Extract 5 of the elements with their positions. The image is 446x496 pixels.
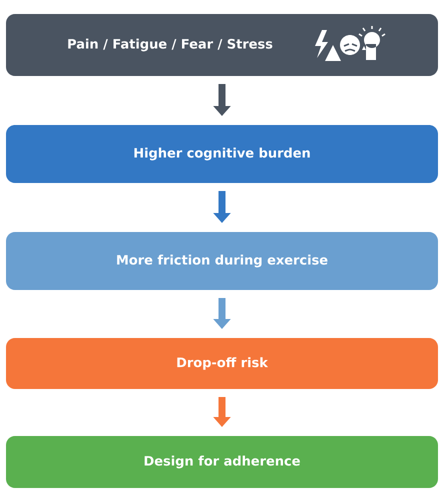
process-box: Drop-off risk — [6, 338, 438, 389]
process-box: Pain / Fatigue / Fear / Stress — [6, 14, 438, 76]
process-box: More friction during exercise — [6, 232, 438, 290]
process-box: Design for adherence — [6, 436, 438, 488]
process-box: Higher cognitive burden — [6, 125, 438, 183]
